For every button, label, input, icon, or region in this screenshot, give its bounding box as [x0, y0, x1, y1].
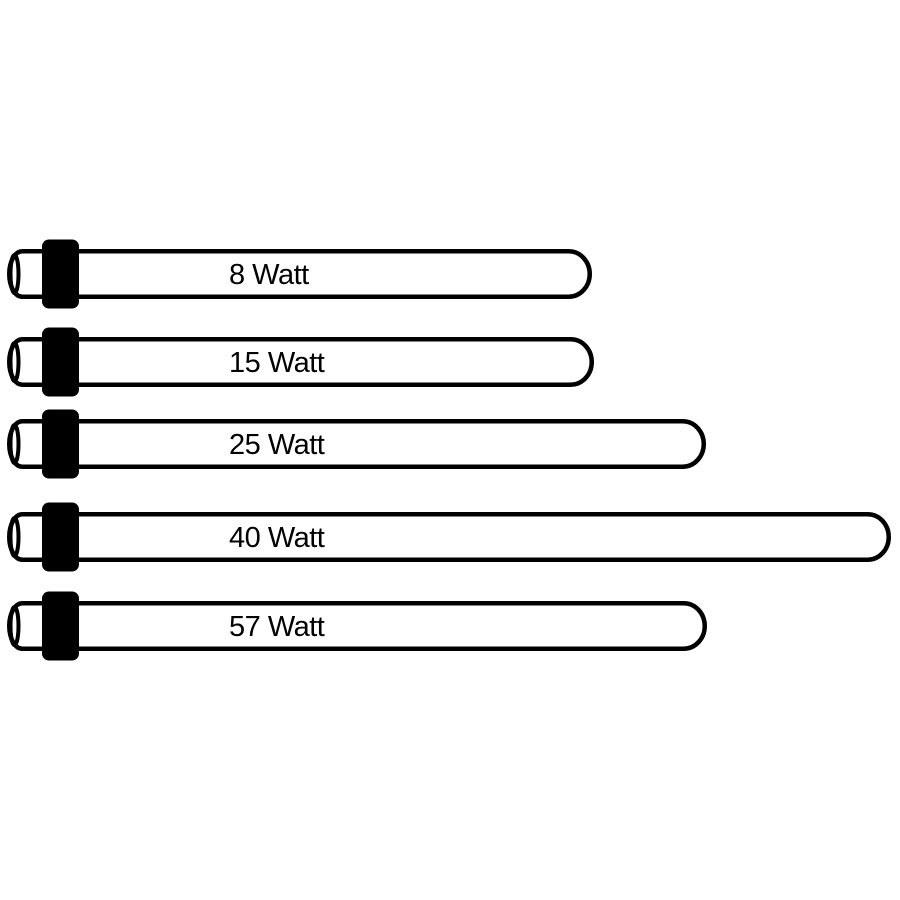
tube-end-opening-icon	[8, 516, 21, 558]
tube-label-57-watt: 57 Watt	[229, 611, 325, 643]
tube-base-band	[42, 502, 79, 572]
tube-row-57-watt: 57 Watt	[7, 591, 707, 661]
tube-row-15-watt: 15 Watt	[7, 327, 594, 397]
tube-body	[7, 601, 707, 651]
tube-base-band	[42, 409, 79, 479]
tube-base-band	[42, 327, 79, 397]
tube-base-band	[42, 591, 79, 661]
tube-end-opening-icon	[8, 423, 21, 465]
tube-row-8-watt: 8 Watt	[7, 239, 592, 309]
tube-end-opening-icon	[8, 605, 21, 647]
tube-base-band	[42, 239, 79, 309]
tube-label-25-watt: 25 Watt	[229, 429, 325, 461]
tube-label-15-watt: 15 Watt	[229, 347, 325, 379]
tube-body	[7, 419, 706, 469]
tube-label-8-watt: 8 Watt	[229, 259, 309, 291]
tube-end-opening-icon	[8, 253, 21, 295]
tubes-layer: 8 Watt 15 Watt 25 Watt 40 Watt 57 Watt	[7, 239, 891, 661]
tube-body	[7, 512, 891, 562]
tube-row-25-watt: 25 Watt	[7, 409, 706, 479]
tube-end-opening-icon	[8, 341, 21, 383]
tube-label-40-watt: 40 Watt	[229, 522, 325, 554]
tube-row-40-watt: 40 Watt	[7, 502, 891, 572]
